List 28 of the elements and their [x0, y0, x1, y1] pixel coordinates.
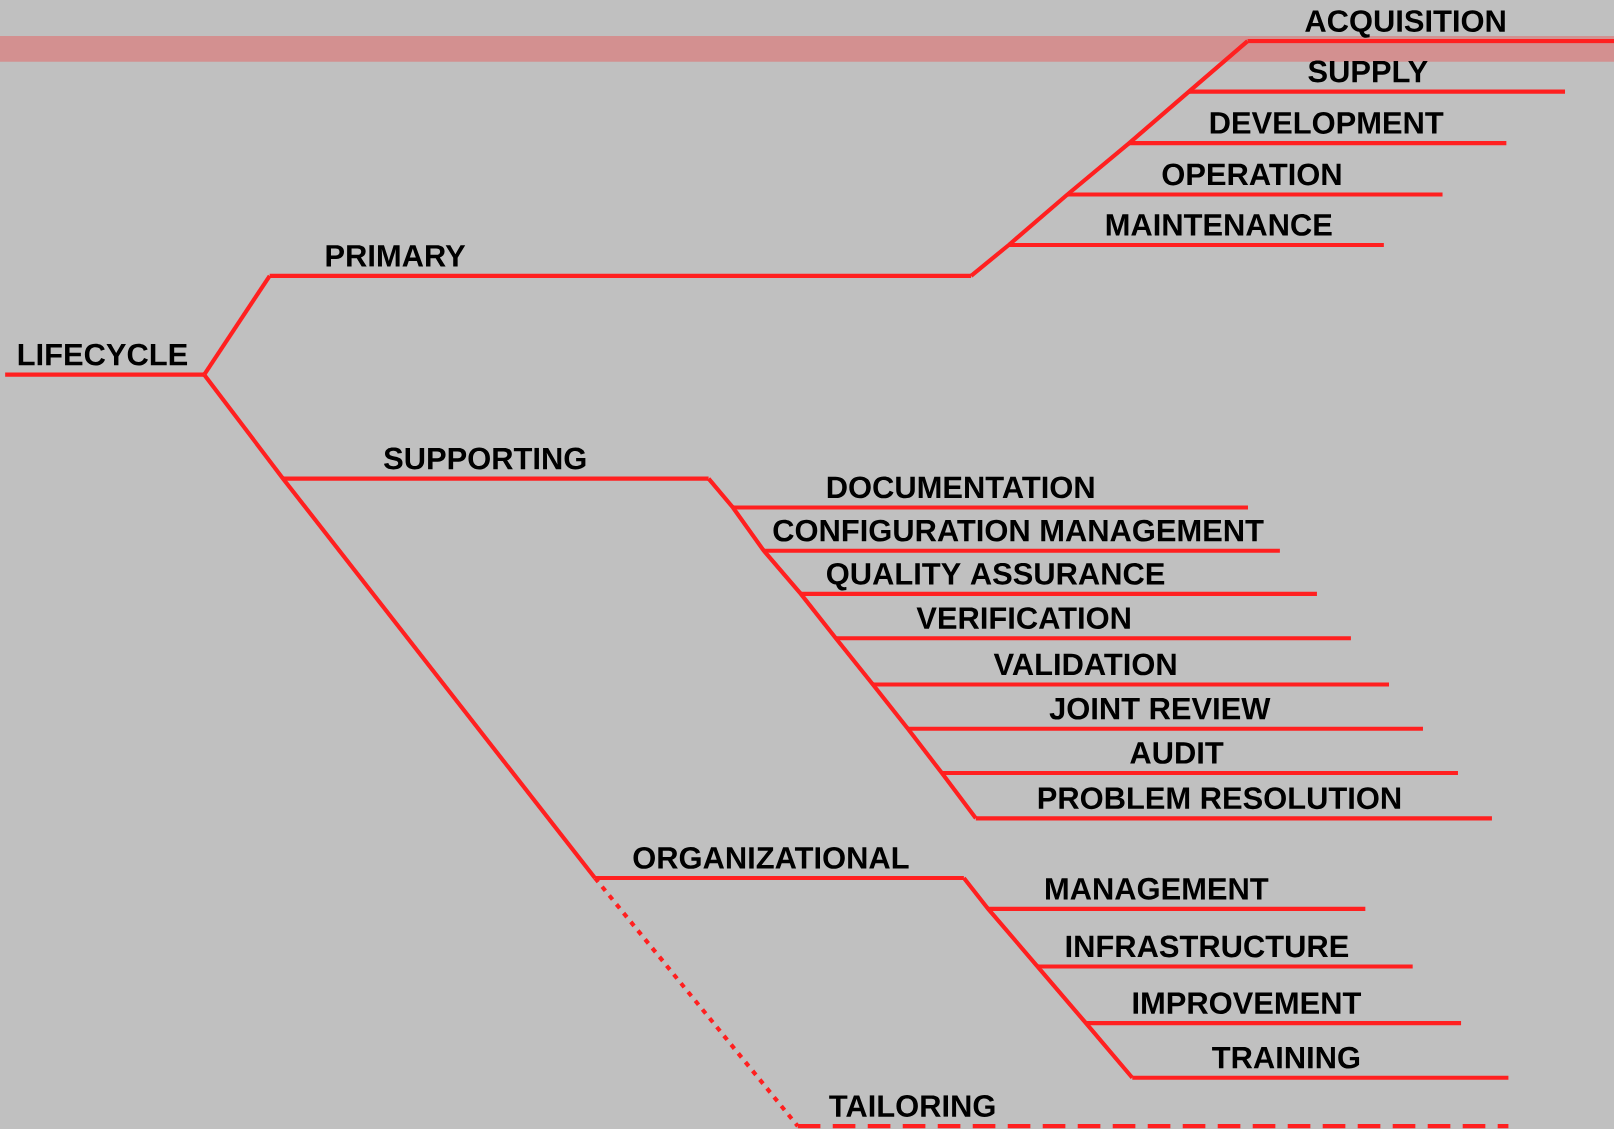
- connector-line: [969, 39, 1249, 278]
- underlined-label: QUALITY ASSURANCE: [800, 562, 1317, 596]
- underlined-label: SUPPORTING: [283, 447, 709, 481]
- underlined-label: DOCUMENTATION: [732, 476, 1248, 510]
- connector-line: [202, 274, 272, 376]
- underlined-label: INFRASTRUCTURE: [1037, 935, 1413, 969]
- connector-line: [202, 373, 597, 880]
- underlined-label: TAILORING: [797, 1095, 1509, 1129]
- underlined-label: PRIMARY: [269, 245, 972, 278]
- underlined-label: MANAGEMENT: [988, 877, 1366, 911]
- underlined-label: ORGANIZATIONAL: [594, 846, 964, 880]
- underlined-label: VALIDATION: [872, 653, 1389, 687]
- connector-line: [593, 876, 800, 1128]
- connector-line: [707, 477, 978, 820]
- underlined-label: CONFIGURATION MANAGEMENT: [763, 519, 1280, 553]
- underlined-label: MAINTENANCE: [1008, 213, 1384, 247]
- underlined-label: VERIFICATION: [835, 607, 1351, 641]
- underlined-label: PROBLEM RESOLUTION: [975, 787, 1492, 821]
- underlined-label: JOINT REVIEW: [907, 697, 1423, 731]
- underlined-label: DEVELOPMENT: [1129, 111, 1507, 146]
- underlined-label: ACQUISITION: [1247, 10, 1614, 44]
- connector-line: [962, 876, 1134, 1079]
- underlined-label: OPERATION: [1067, 163, 1443, 197]
- underlined-label: AUDIT: [941, 742, 1458, 775]
- underlined-label: TRAINING: [1132, 1046, 1509, 1080]
- underlined-label: LIFECYCLE: [5, 343, 205, 377]
- underlined-label: SUPPLY: [1188, 60, 1565, 94]
- underlined-label: IMPROVEMENT: [1085, 992, 1462, 1026]
